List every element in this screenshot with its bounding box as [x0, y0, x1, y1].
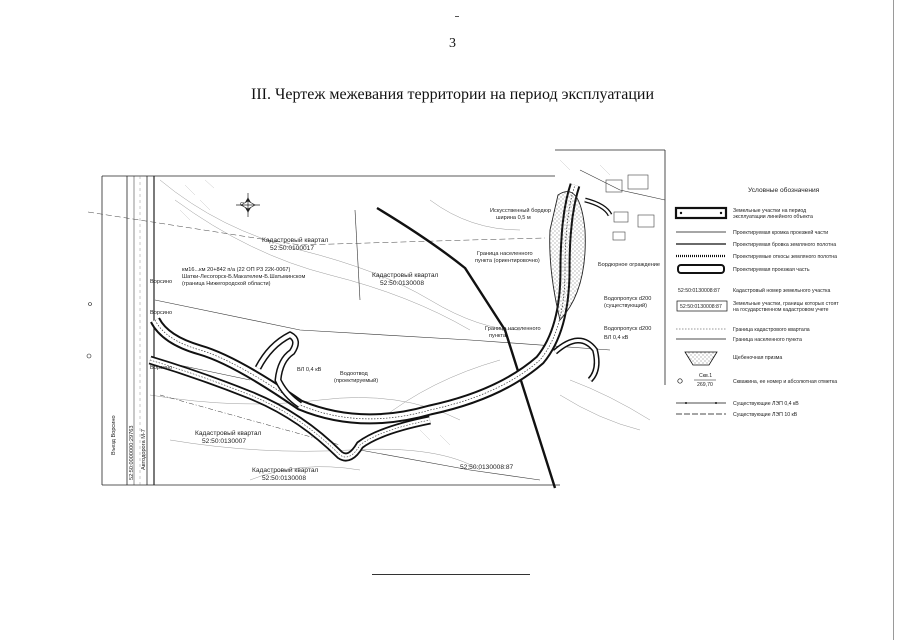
- legend-swatch-dot: [685, 402, 687, 404]
- page-edge: [893, 0, 894, 640]
- legend-label: Проектируемая бровка земляного полотна: [733, 242, 836, 248]
- drainage-label: Водоотвод: [340, 371, 369, 377]
- curb-label: Искусственный бордюр: [490, 207, 551, 214]
- entrance-name: Въезд Ворсино: [111, 415, 117, 455]
- legend-well-bottom: 269,70: [697, 382, 713, 388]
- quarter-number: 52:50:0130008: [380, 280, 424, 287]
- road-label: Ворсино: [150, 310, 172, 316]
- road-note: (граница Нижегородской области): [182, 280, 271, 287]
- legend-swatch-prism: [684, 351, 718, 366]
- legend-label: Щебеночная призма: [733, 355, 782, 361]
- legend-label: Существующие ЛЭП 10 кВ: [733, 412, 798, 418]
- legend-label: эксплуатации линейного объекта: [733, 213, 813, 220]
- highway-m7: [126, 176, 155, 485]
- rotated-labels: 52:50:0000000:29763 Автодорога М-7 Въезд…: [111, 415, 147, 480]
- parcel-number-vertical: 52:50:0000000:29763: [129, 426, 135, 480]
- power-line-10kv: [87, 211, 546, 246]
- top-mark: [455, 16, 459, 17]
- vl-line: [159, 394, 341, 446]
- curb-label: ширина 0,5 м: [496, 215, 531, 221]
- legend-label: Кадастровый номер земельного участка: [733, 287, 831, 294]
- quarter-label: Кадастровый квартал: [195, 429, 262, 437]
- legend-label: на государственном кадастровом учете: [733, 307, 829, 313]
- quarter-label: Кадастровый квартал: [262, 236, 329, 244]
- legend-well-top: Скв.1: [699, 373, 712, 379]
- culvert-label: Граница населенного: [485, 326, 541, 332]
- quarter-number: 52:50:0130007: [202, 438, 246, 445]
- legend-swatch-dot: [719, 211, 723, 215]
- road-label: Ворсино: [150, 365, 172, 371]
- boundary-label: Граница населенного: [477, 251, 533, 257]
- page-number: 3: [449, 36, 456, 51]
- legend-code: 52:50:0130008:87: [678, 288, 720, 294]
- legend-swatch-registered: [676, 300, 728, 312]
- legend-label: Существующие ЛЭП 0,4 кВ: [733, 401, 799, 407]
- parcel-number: 52:50:0130008:87: [460, 464, 514, 471]
- culvert-label: (существующий): [604, 302, 647, 309]
- legend-label: Земельные участки на период: [733, 208, 806, 214]
- quarter-number: 52:50:0100017: [270, 245, 314, 252]
- legend-title: Условные обозначения: [748, 186, 820, 194]
- legend-label: Проектируемая проезжая часть: [733, 267, 810, 273]
- legend-swatch-dot: [715, 402, 717, 404]
- quarter-label: Кадастровый квартал: [252, 466, 319, 474]
- road-label: Ворсино: [150, 279, 172, 285]
- legend-swatch-parcel: [674, 206, 728, 220]
- culvert-label: пункта: [489, 333, 507, 339]
- boundary-label: пункта (ориентировочно): [475, 258, 540, 264]
- projected-road: [148, 183, 613, 462]
- quarter-number: 52:50:0130008: [262, 475, 306, 482]
- gravel-prism: [549, 191, 586, 321]
- north-arrow-icon: С: [236, 193, 260, 217]
- footer-rule: [372, 574, 530, 575]
- road-note: км16...км 20+842 п/а (22 ОП РЗ 22К-0067): [182, 267, 291, 273]
- svg-text:С: С: [240, 202, 244, 208]
- page-title: III. Чертеж межевания территории на пери…: [251, 86, 654, 103]
- highway-name: Автодорога М-7: [141, 429, 147, 470]
- terrain-contours: [149, 179, 651, 481]
- legend-swatch-road: [677, 264, 725, 274]
- terrain-hatching: [179, 159, 611, 446]
- quarter-label: Кадастровый квартал: [372, 271, 439, 279]
- legend-label: Граница населенного пункта: [733, 337, 802, 343]
- fence-label: Бордюрное ограждение: [598, 262, 660, 268]
- legend-label: Проектируемая кромка проезжей части: [733, 229, 828, 236]
- culvert-label: Водопропуск d200: [604, 296, 651, 302]
- legend-label: Скважина, ее номер и абсолютная отметка: [733, 379, 837, 385]
- map-frame: [101, 149, 666, 486]
- buildings: [605, 174, 655, 241]
- legend-label: Земельные участки, границы которых стоят: [733, 301, 839, 307]
- legend-swatch-well: [677, 378, 683, 384]
- road-note: Шатки-Лесогорск-Б.Макателем-Б.Шатьминско…: [182, 274, 306, 280]
- legend-label: Проектируемые откосы земляного полотна: [733, 254, 837, 260]
- well-icons: [86, 302, 92, 359]
- culvert-label: Водопропуск d200: [604, 326, 651, 332]
- vl-label: ВЛ 0,4 кВ: [604, 335, 629, 341]
- legend-swatch-dot: [679, 211, 683, 215]
- legend: Условные обозначения Земельные участки н…: [674, 186, 839, 418]
- legend-label: Граница кадастрового квартала: [733, 327, 810, 333]
- legend-code: 52:50:0130008:87: [680, 304, 722, 310]
- settlement-boundary: [376, 206, 557, 489]
- drainage-label: (проектируемый): [334, 377, 378, 384]
- vl-label: ВЛ 0,4 кВ: [297, 367, 322, 373]
